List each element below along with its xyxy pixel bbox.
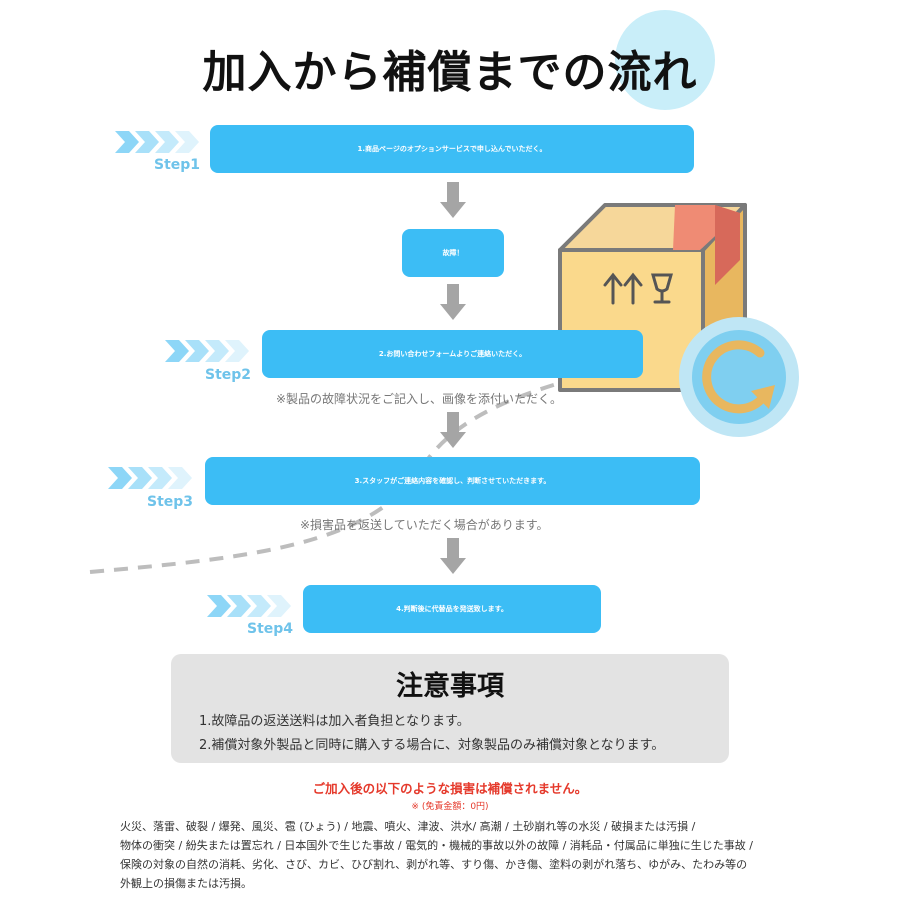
not-covered-line: 保険の対象の自然の消耗、劣化、さび、カビ、ひび割れ、剥がれ等、すり傷、かき傷、塗… [120,856,747,872]
step-label: Step2 [205,367,251,383]
down-arrow-icon [440,182,466,222]
not-covered-line: 外観上の損傷または汚損。 [120,875,252,891]
step-label: Step4 [247,621,293,637]
refresh-circle-icon [679,317,799,437]
down-arrow-icon [440,412,466,452]
chevron-arrows-icon [165,340,255,362]
step-label: Step3 [147,494,193,510]
not-covered-title: ご加入後の以下のような損害は補償されません。 [0,778,900,797]
step-3-note: ※損害品を返送していただく場合があります。 [300,516,549,533]
chevron-arrows-icon [115,131,205,153]
chevron-arrows-icon [108,467,198,489]
step-2-note: ※製品の故障状況をご記入し、画像を添付いただく。 [276,390,562,407]
down-arrow-icon [440,538,466,578]
step-4-box: 4.判断後に代替品を発送致します。 [303,585,601,633]
caution-item: 1.故障品の返送送料は加入者負担となります。 [199,710,470,729]
caution-panel: 注意事項 1.故障品の返送送料は加入者負担となります。 2.補償対象外製品と同時… [171,654,729,763]
deductible-note: ※ (免責金額：0円) [0,799,900,812]
step-label: Step1 [154,157,200,173]
step-1-box: 1.商品ページのオプションサービスで申し込んでいただく。 [210,125,694,173]
not-covered-line: 物体の衝突 / 紛失または置忘れ / 日本国外で生じた事故 / 電気的・機械的事… [120,837,753,853]
step-2-box: 2.お問い合わせフォームよりご連絡いただく。 [262,330,643,378]
caution-item: 2.補償対象外製品と同時に購入する場合に、対象製品のみ補償対象となります。 [199,734,664,753]
cardboard-box-icon [555,195,805,445]
failure-box: 故障！ [402,229,504,277]
down-arrow-icon [440,284,466,324]
step-3-box: 3.スタッフがご連絡内容を確認し、判断させていただきます。 [205,457,700,505]
not-covered-line: 火災、落雷、破裂 / 爆発、風災、雹 (ひょう) / 地震、噴火、津波、洪水/ … [120,818,695,834]
chevron-arrows-icon [207,595,297,617]
caution-title: 注意事項 [171,664,729,703]
